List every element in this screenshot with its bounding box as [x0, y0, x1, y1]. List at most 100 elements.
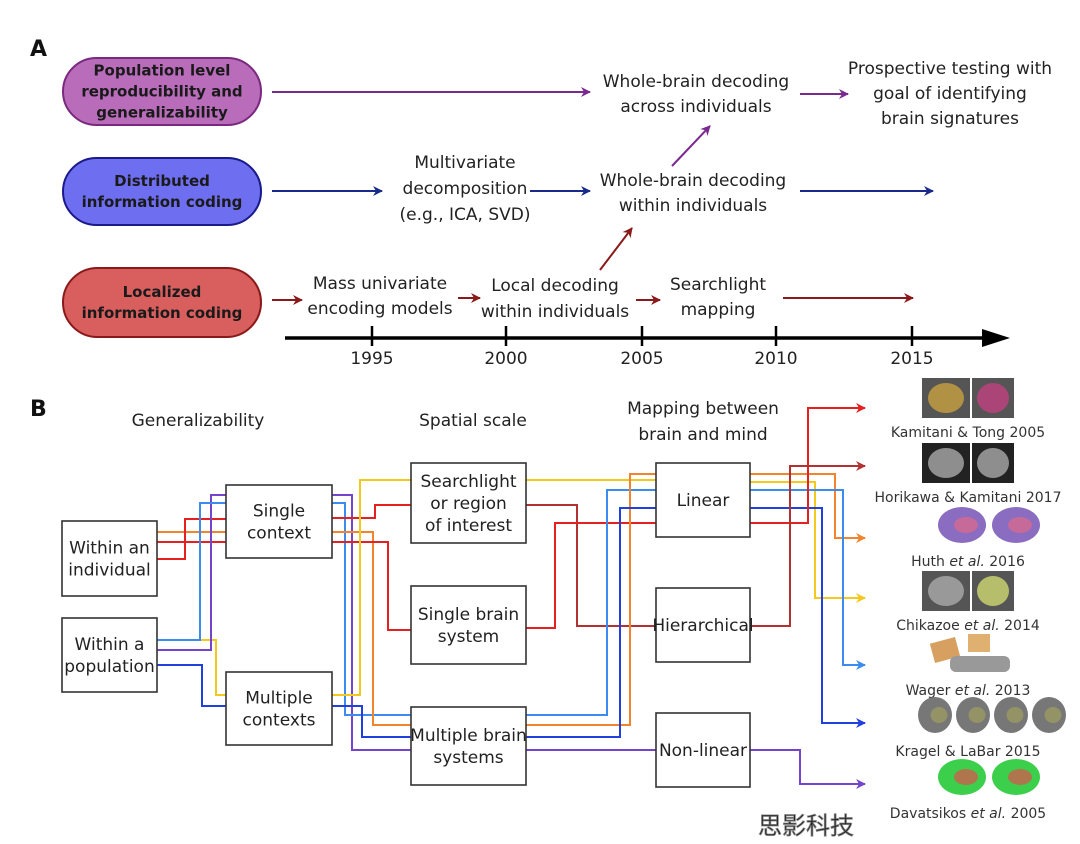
step-whole-brain-within: Whole-brain decoding — [600, 171, 786, 191]
header-mapping-line1: Mapping between — [627, 399, 779, 419]
box-label: of interest — [425, 516, 512, 536]
timeline-year-label: 2015 — [890, 349, 933, 369]
watermark-logo: 思影科技 — [758, 812, 854, 840]
edge-multiple-multisys-blue — [332, 705, 411, 738]
step-prospective-testing: goal of identifying — [873, 84, 1027, 104]
edge-single-singlesys-red — [332, 541, 411, 631]
step-whole-brain-across: Whole-brain decoding — [603, 72, 789, 92]
header-spatial-scale: Spatial scale — [419, 411, 527, 431]
edge-single-multisys-purple — [332, 494, 411, 751]
reference-citation: Kragel & LaBar 2015 — [895, 744, 1040, 760]
brain-image-thumbnail — [938, 759, 1040, 795]
step-mass-univariate: encoding models — [307, 299, 452, 319]
arrow-local-to-whole-brain — [599, 227, 633, 271]
box-label: Linear — [677, 491, 730, 511]
timeline-year-label: 2000 — [484, 349, 527, 369]
reference-citation: Chikazoe et al. 2014 — [896, 618, 1040, 634]
edge-nonlinear-davatsikos — [750, 749, 866, 789]
step-mass-univariate: Mass univariate — [313, 274, 447, 294]
box-non-linear: Non-linear — [655, 712, 751, 788]
step-searchlight-mapping: Searchlight — [670, 275, 766, 295]
pill-text: generalizability — [96, 104, 228, 122]
edge-individual-single-red2 — [157, 518, 226, 560]
reference-1: Horikawa & Kamitani 2017 — [875, 443, 1062, 506]
box-label: individual — [68, 561, 151, 581]
reference-2: Huth et al. 2016 — [911, 507, 1040, 570]
pill-text: Population level — [94, 62, 231, 80]
box-label: context — [247, 524, 311, 544]
header-mapping-line2: brain and mind — [638, 425, 767, 445]
reference-citation: Huth et al. 2016 — [911, 554, 1025, 570]
box-label: Searchlight — [420, 472, 516, 492]
edge-single-multisys-lightblue — [332, 502, 411, 716]
box-label: or region — [430, 494, 507, 514]
edge-population-single-purple — [157, 494, 226, 651]
reference-6: Davatsikos et al. 2005 — [890, 759, 1046, 822]
box-label: system — [438, 627, 499, 647]
reference-citation: Wager et al. 2013 — [906, 683, 1031, 699]
box-label: Multiple brain — [410, 726, 527, 746]
box-label: contexts — [243, 711, 316, 731]
population-level-pill: Population level reproducibility and gener… — [62, 57, 262, 126]
brain-image-thumbnail — [938, 507, 1040, 543]
timeline-axis: 1995 2000 2005 2010 2015 — [285, 326, 1010, 369]
step-multivariate-decomposition: decomposition — [403, 179, 528, 199]
edge-multisys-linear-lightblue — [526, 489, 656, 716]
edge-linear-wager — [750, 489, 866, 670]
reference-4: Wager et al. 2013 — [906, 634, 1031, 699]
edge-linear-kragel — [750, 507, 866, 728]
step-whole-brain-within: within individuals — [619, 196, 767, 216]
brain-image-thumbnail — [922, 378, 1014, 418]
step-local-decoding: Local decoding — [491, 276, 619, 296]
box-label: Multiple — [245, 689, 313, 709]
box-linear: Linear — [655, 462, 751, 538]
edge-population-multiple-blue — [157, 664, 226, 707]
panel-a-label: A — [30, 37, 47, 62]
timeline-year-label: 2010 — [754, 349, 797, 369]
box-hierarchical: Hierarchical — [652, 587, 754, 663]
box-label: Within a — [75, 635, 145, 655]
brain-image-thumbnail — [922, 443, 1014, 483]
edge-multisys-linear-blue — [526, 507, 656, 738]
reference-0: Kamitani & Tong 2005 — [891, 378, 1045, 441]
step-whole-brain-across: across individuals — [620, 97, 771, 117]
step-multivariate-decomposition: Multivariate — [414, 153, 515, 173]
panel-b-label: B — [30, 397, 47, 422]
edge-hierarchical-horikawa — [750, 461, 866, 627]
step-multivariate-decomposition: (e.g., ICA, SVD) — [400, 205, 531, 225]
timeline-arrowhead — [982, 329, 1010, 347]
edge-population-multiple-yellow — [157, 639, 226, 696]
step-prospective-testing: Prospective testing with — [848, 59, 1052, 79]
edge-singlesys-linear-red — [526, 522, 656, 629]
edge-linear-chikazoe — [750, 481, 866, 603]
reference-3: Chikazoe et al. 2014 — [896, 571, 1040, 634]
edge-single-multisys-orange — [332, 531, 411, 726]
edge-single-searchlight-red — [332, 504, 411, 519]
step-local-decoding: within individuals — [481, 302, 629, 322]
box-label: Hierarchical — [652, 616, 753, 636]
distributed-coding-pill: Distributed information coding — [62, 157, 262, 226]
timeline-year-label: 1995 — [350, 349, 393, 369]
edge-linear-huth — [750, 473, 866, 543]
reference-citation: Horikawa & Kamitani 2017 — [875, 490, 1062, 506]
edge-multisys-linear-orange — [526, 473, 656, 726]
reference-5: Kragel & LaBar 2015 — [895, 697, 1066, 760]
timeline-year-label: 2005 — [620, 349, 663, 369]
box-label: Non-linear — [659, 741, 747, 761]
pill-text: information coding — [82, 304, 243, 322]
pill-text: information coding — [82, 193, 243, 211]
pill-text: reproducibility and — [81, 83, 242, 101]
edge-population-single-lightblue — [157, 502, 226, 641]
box-label: Single brain — [418, 605, 519, 625]
pill-text: Distributed — [114, 172, 210, 190]
box-label: Single — [253, 502, 305, 522]
arrow-within-to-across — [671, 125, 711, 167]
step-searchlight-mapping: mapping — [681, 300, 756, 320]
